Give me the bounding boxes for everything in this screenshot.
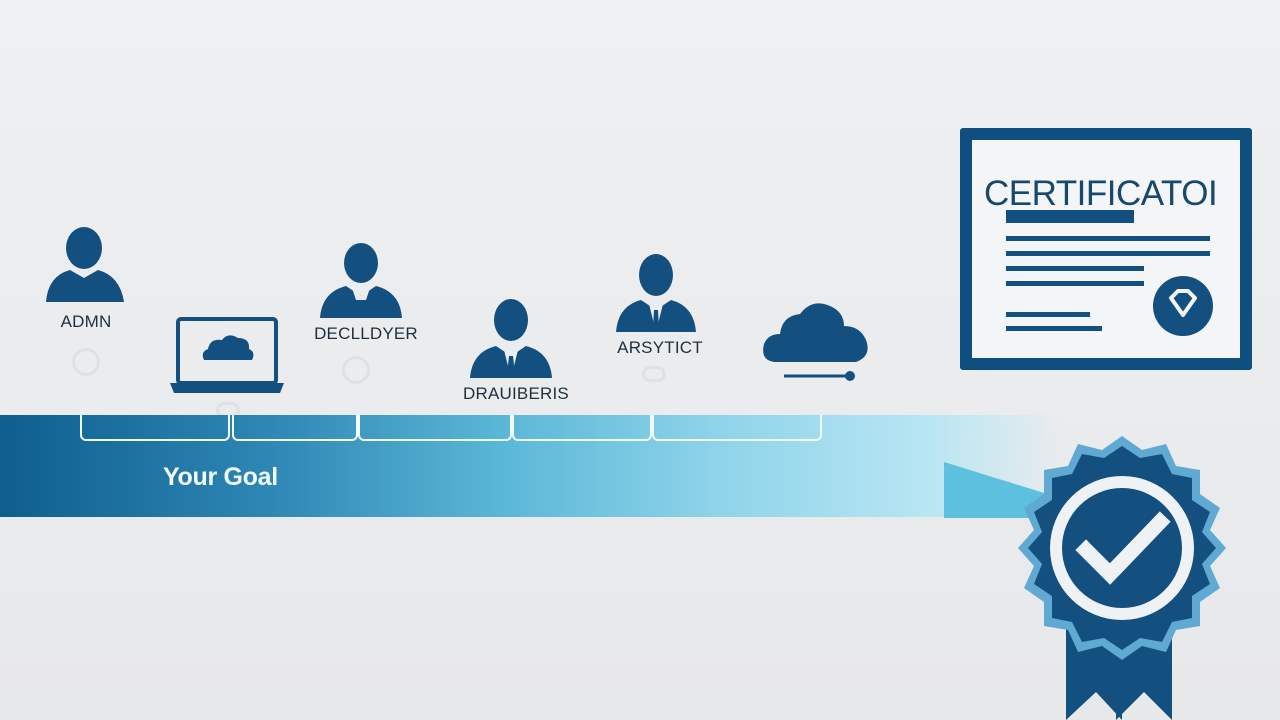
cloud-icon xyxy=(763,303,868,381)
timeline-segment xyxy=(232,415,358,441)
business-person-icon xyxy=(470,299,552,378)
timeline-segment xyxy=(512,415,652,441)
role-label-developer: DECLLDYER xyxy=(314,324,418,343)
ghost-node xyxy=(642,366,666,382)
arrow-pointer-icon xyxy=(944,462,1054,518)
admin-person-icon xyxy=(46,227,124,302)
goal-progress-bar xyxy=(0,415,1060,517)
goal-label: Your Goal xyxy=(163,463,278,491)
role-label-admin: ADMN xyxy=(60,312,112,331)
ghost-node xyxy=(342,356,370,384)
certificate-paper: CERTIFICATOI xyxy=(972,140,1240,358)
role-label-architect: ARSYTICT xyxy=(617,338,703,357)
architect-person-icon xyxy=(616,254,696,332)
ghost-node xyxy=(72,348,100,376)
laptop-cloud-icon xyxy=(170,317,284,393)
timeline-segment xyxy=(358,415,512,441)
role-label-business: DRAUIBERIS xyxy=(463,384,569,403)
check-badge-icon xyxy=(1018,436,1226,720)
certificate-lines-icon xyxy=(1006,210,1213,336)
certificate-title: CERTIFICATOI xyxy=(984,174,1218,213)
certificate-card: CERTIFICATOI xyxy=(960,128,1252,370)
timeline-segment xyxy=(652,415,822,441)
timeline-segment xyxy=(80,415,230,441)
developer-person-icon xyxy=(320,243,402,318)
